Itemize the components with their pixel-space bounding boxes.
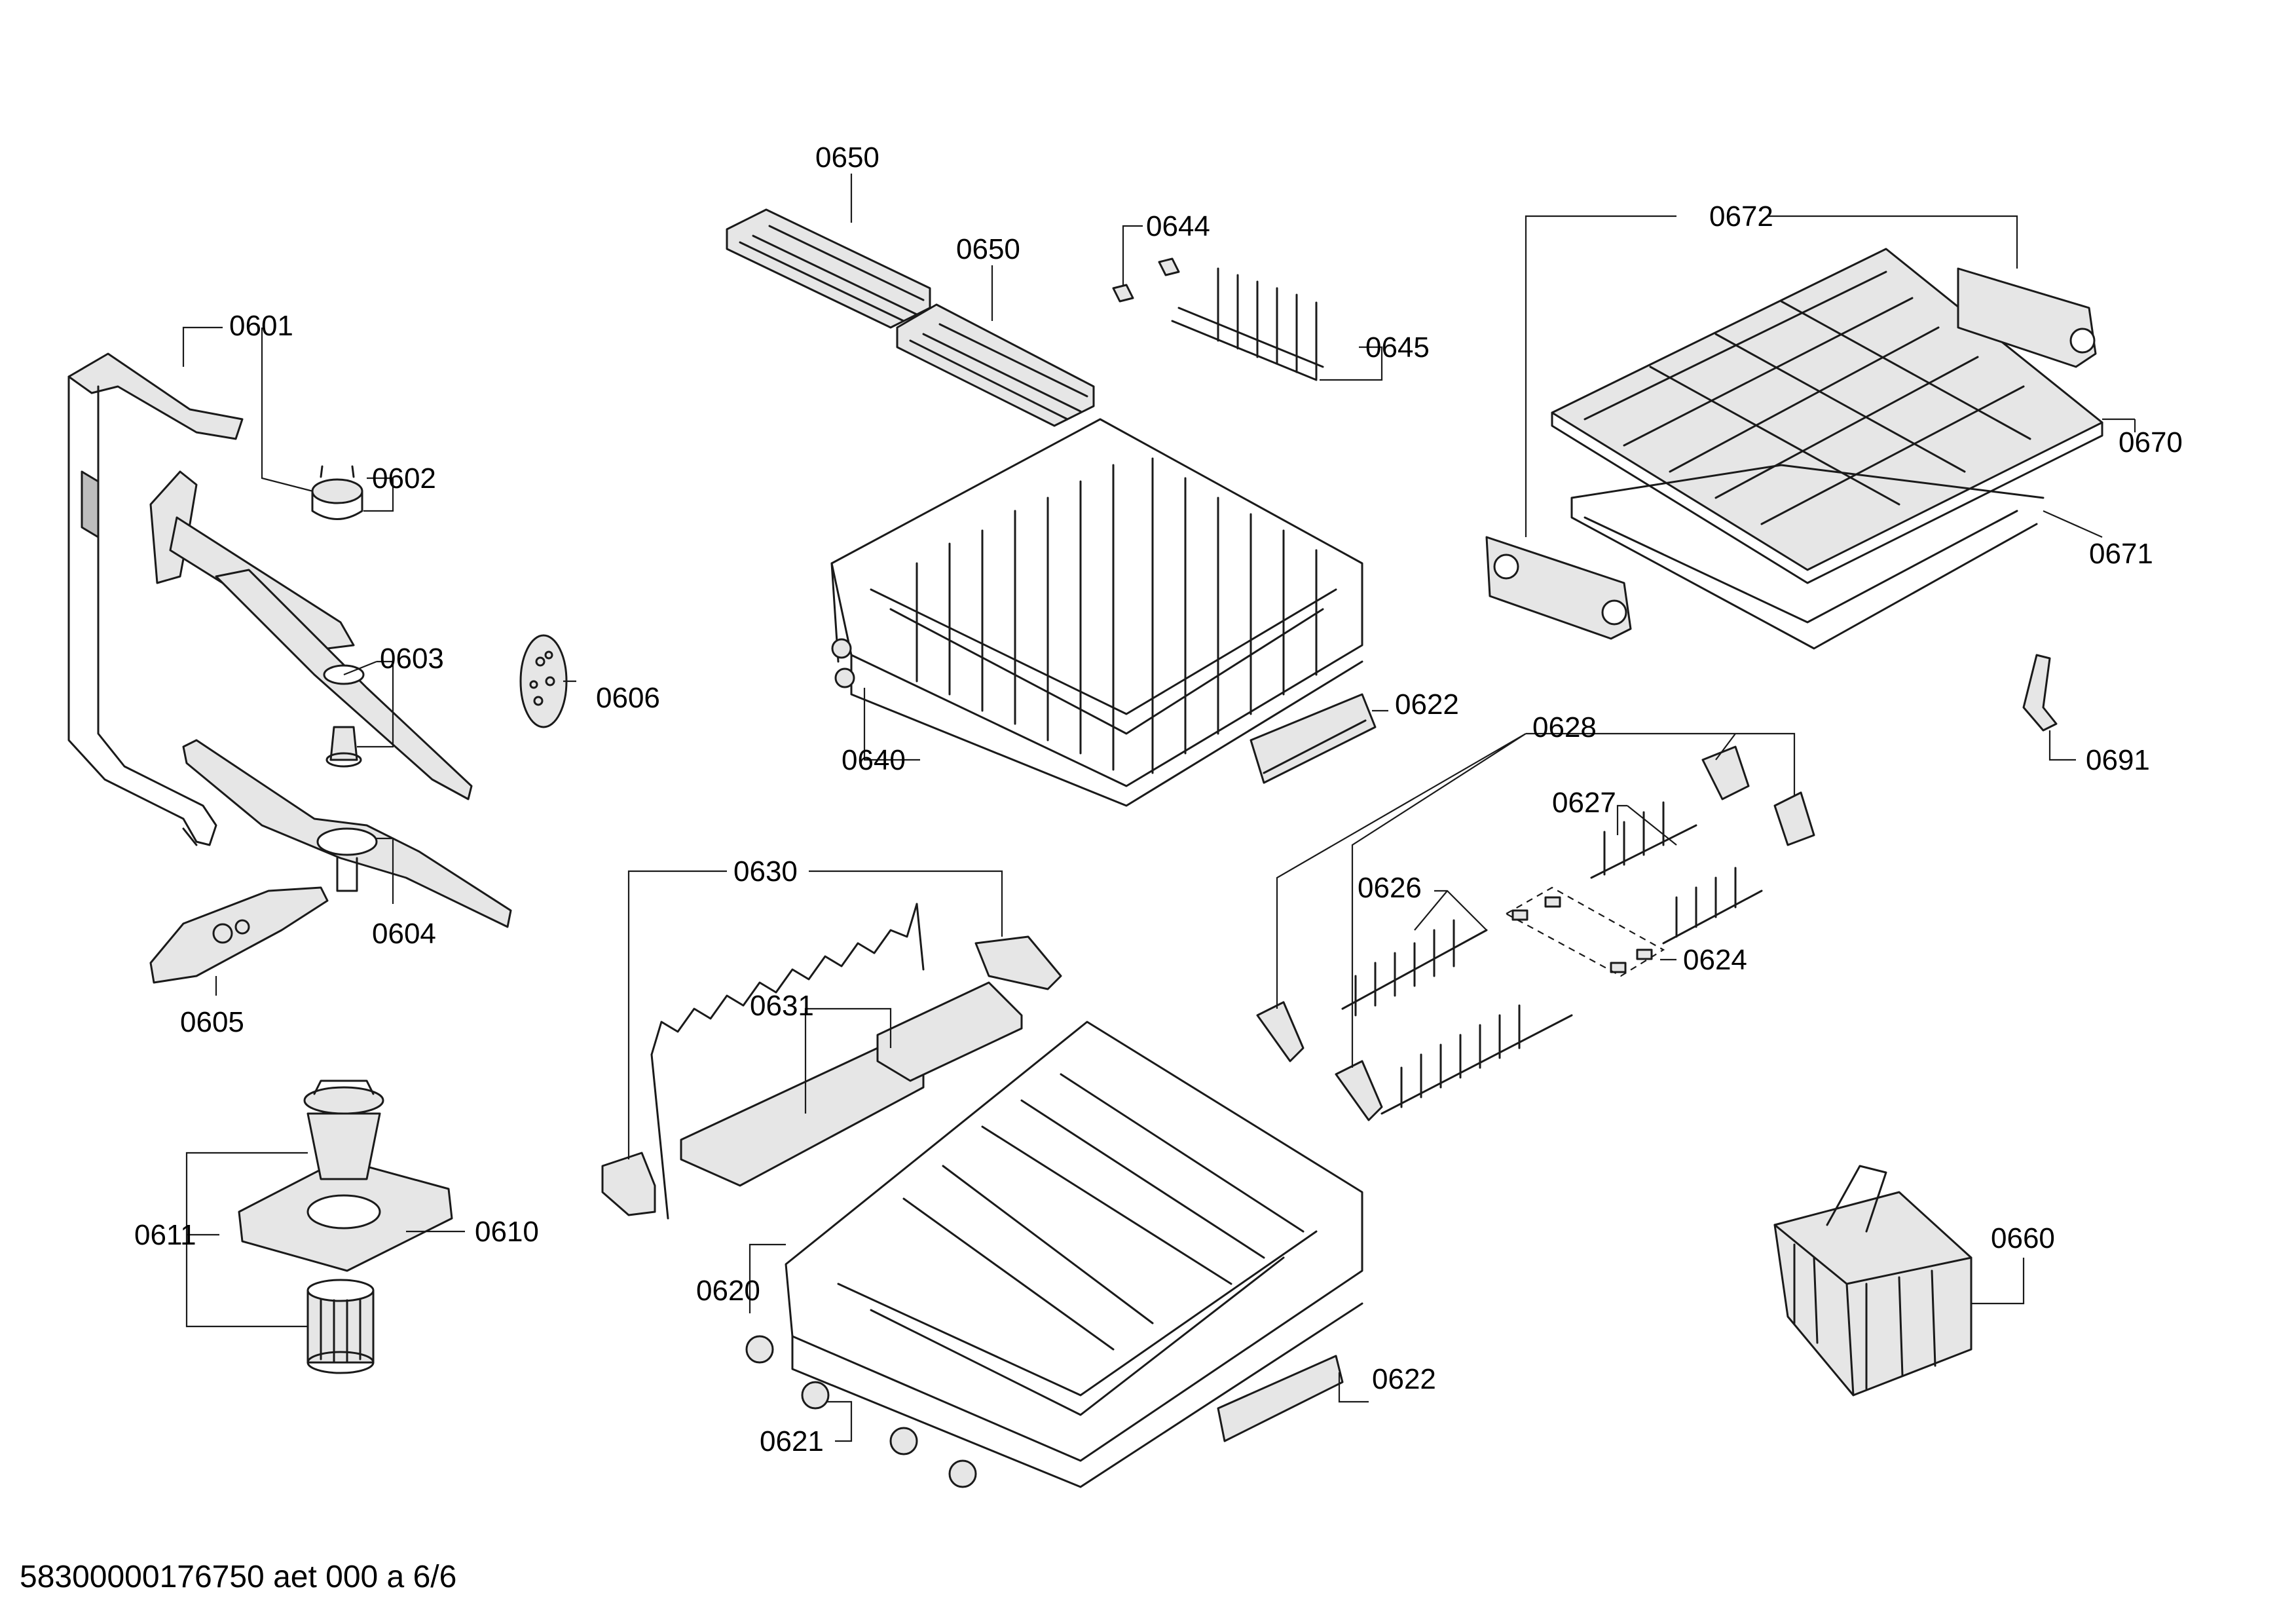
callout-0691: 0691: [2086, 744, 2150, 776]
callout-0660: 0660: [1991, 1222, 2055, 1254]
callout-0603: 0603: [380, 643, 444, 675]
callout-0610: 0610: [475, 1216, 539, 1248]
part-dial-0606: [519, 634, 568, 728]
callout-0627: 0627: [1552, 787, 1616, 819]
callout-0624: 0624: [1683, 944, 1747, 976]
part-folding-racks: [1256, 745, 1815, 1121]
part-clips-0644: [1112, 257, 1180, 303]
callout-0626: 0626: [1358, 872, 1422, 904]
callout-0606: 0606: [596, 682, 660, 714]
part-tray-rails: [1485, 464, 2045, 650]
callout-0631: 0631: [750, 990, 814, 1022]
part-supply-pipe: [67, 352, 244, 846]
part-clip-set-0624: [1511, 896, 1653, 973]
part-fold-rack-0645: [1171, 267, 1324, 381]
callout-0628: 0628: [1532, 711, 1597, 743]
callout-0611: 0611: [134, 1219, 196, 1251]
callout-0622-lower: 0622: [1372, 1363, 1436, 1395]
callout-0670: 0670: [2119, 426, 2183, 459]
part-cup-shelves-lower: [680, 981, 1023, 1187]
part-connector-0602: [311, 465, 363, 520]
callout-0620: 0620: [696, 1275, 760, 1307]
callout-0672: 0672: [1709, 200, 1773, 233]
part-lower-basket: [785, 1021, 1363, 1488]
callout-0645: 0645: [1365, 331, 1430, 364]
callout-0671: 0671: [2089, 538, 2153, 570]
part-filter-assembly: [238, 1079, 453, 1374]
callout-0650-second: 0650: [956, 233, 1020, 265]
callout-0621: 0621: [760, 1425, 824, 1457]
part-lower-spray-arm: [182, 739, 512, 928]
callout-labels: 0601 0602 0603 0604 0605 0606 0610 0611 …: [134, 141, 2183, 1457]
callout-0644: 0644: [1146, 210, 1210, 242]
callout-0604: 0604: [372, 918, 436, 950]
part-cutlery-tray: [1551, 248, 2103, 584]
part-basket-wheels: [745, 1335, 977, 1488]
part-fold-down-wire: [601, 903, 1062, 1220]
callout-0602: 0602: [372, 462, 436, 495]
callout-0640: 0640: [842, 744, 906, 776]
part-upper-basket: [830, 418, 1363, 807]
part-sieve-plate: [149, 886, 329, 984]
part-cup-shelves: [726, 208, 1095, 427]
document-footer-code: 58300000176750 aet 000 a 6/6: [20, 1560, 457, 1594]
part-cutlery-basket: [1773, 1165, 1972, 1397]
callout-0605: 0605: [180, 1006, 244, 1038]
callout-0622-upper: 0622: [1395, 688, 1459, 721]
part-handle-upper: [1250, 693, 1377, 784]
callout-0650-top: 0650: [815, 141, 880, 174]
leader-lines: [182, 174, 2136, 1442]
callout-0630: 0630: [733, 855, 798, 888]
part-clip-0691: [2022, 654, 2058, 732]
part-handle-lower: [1217, 1355, 1344, 1442]
callout-0601: 0601: [229, 310, 293, 342]
